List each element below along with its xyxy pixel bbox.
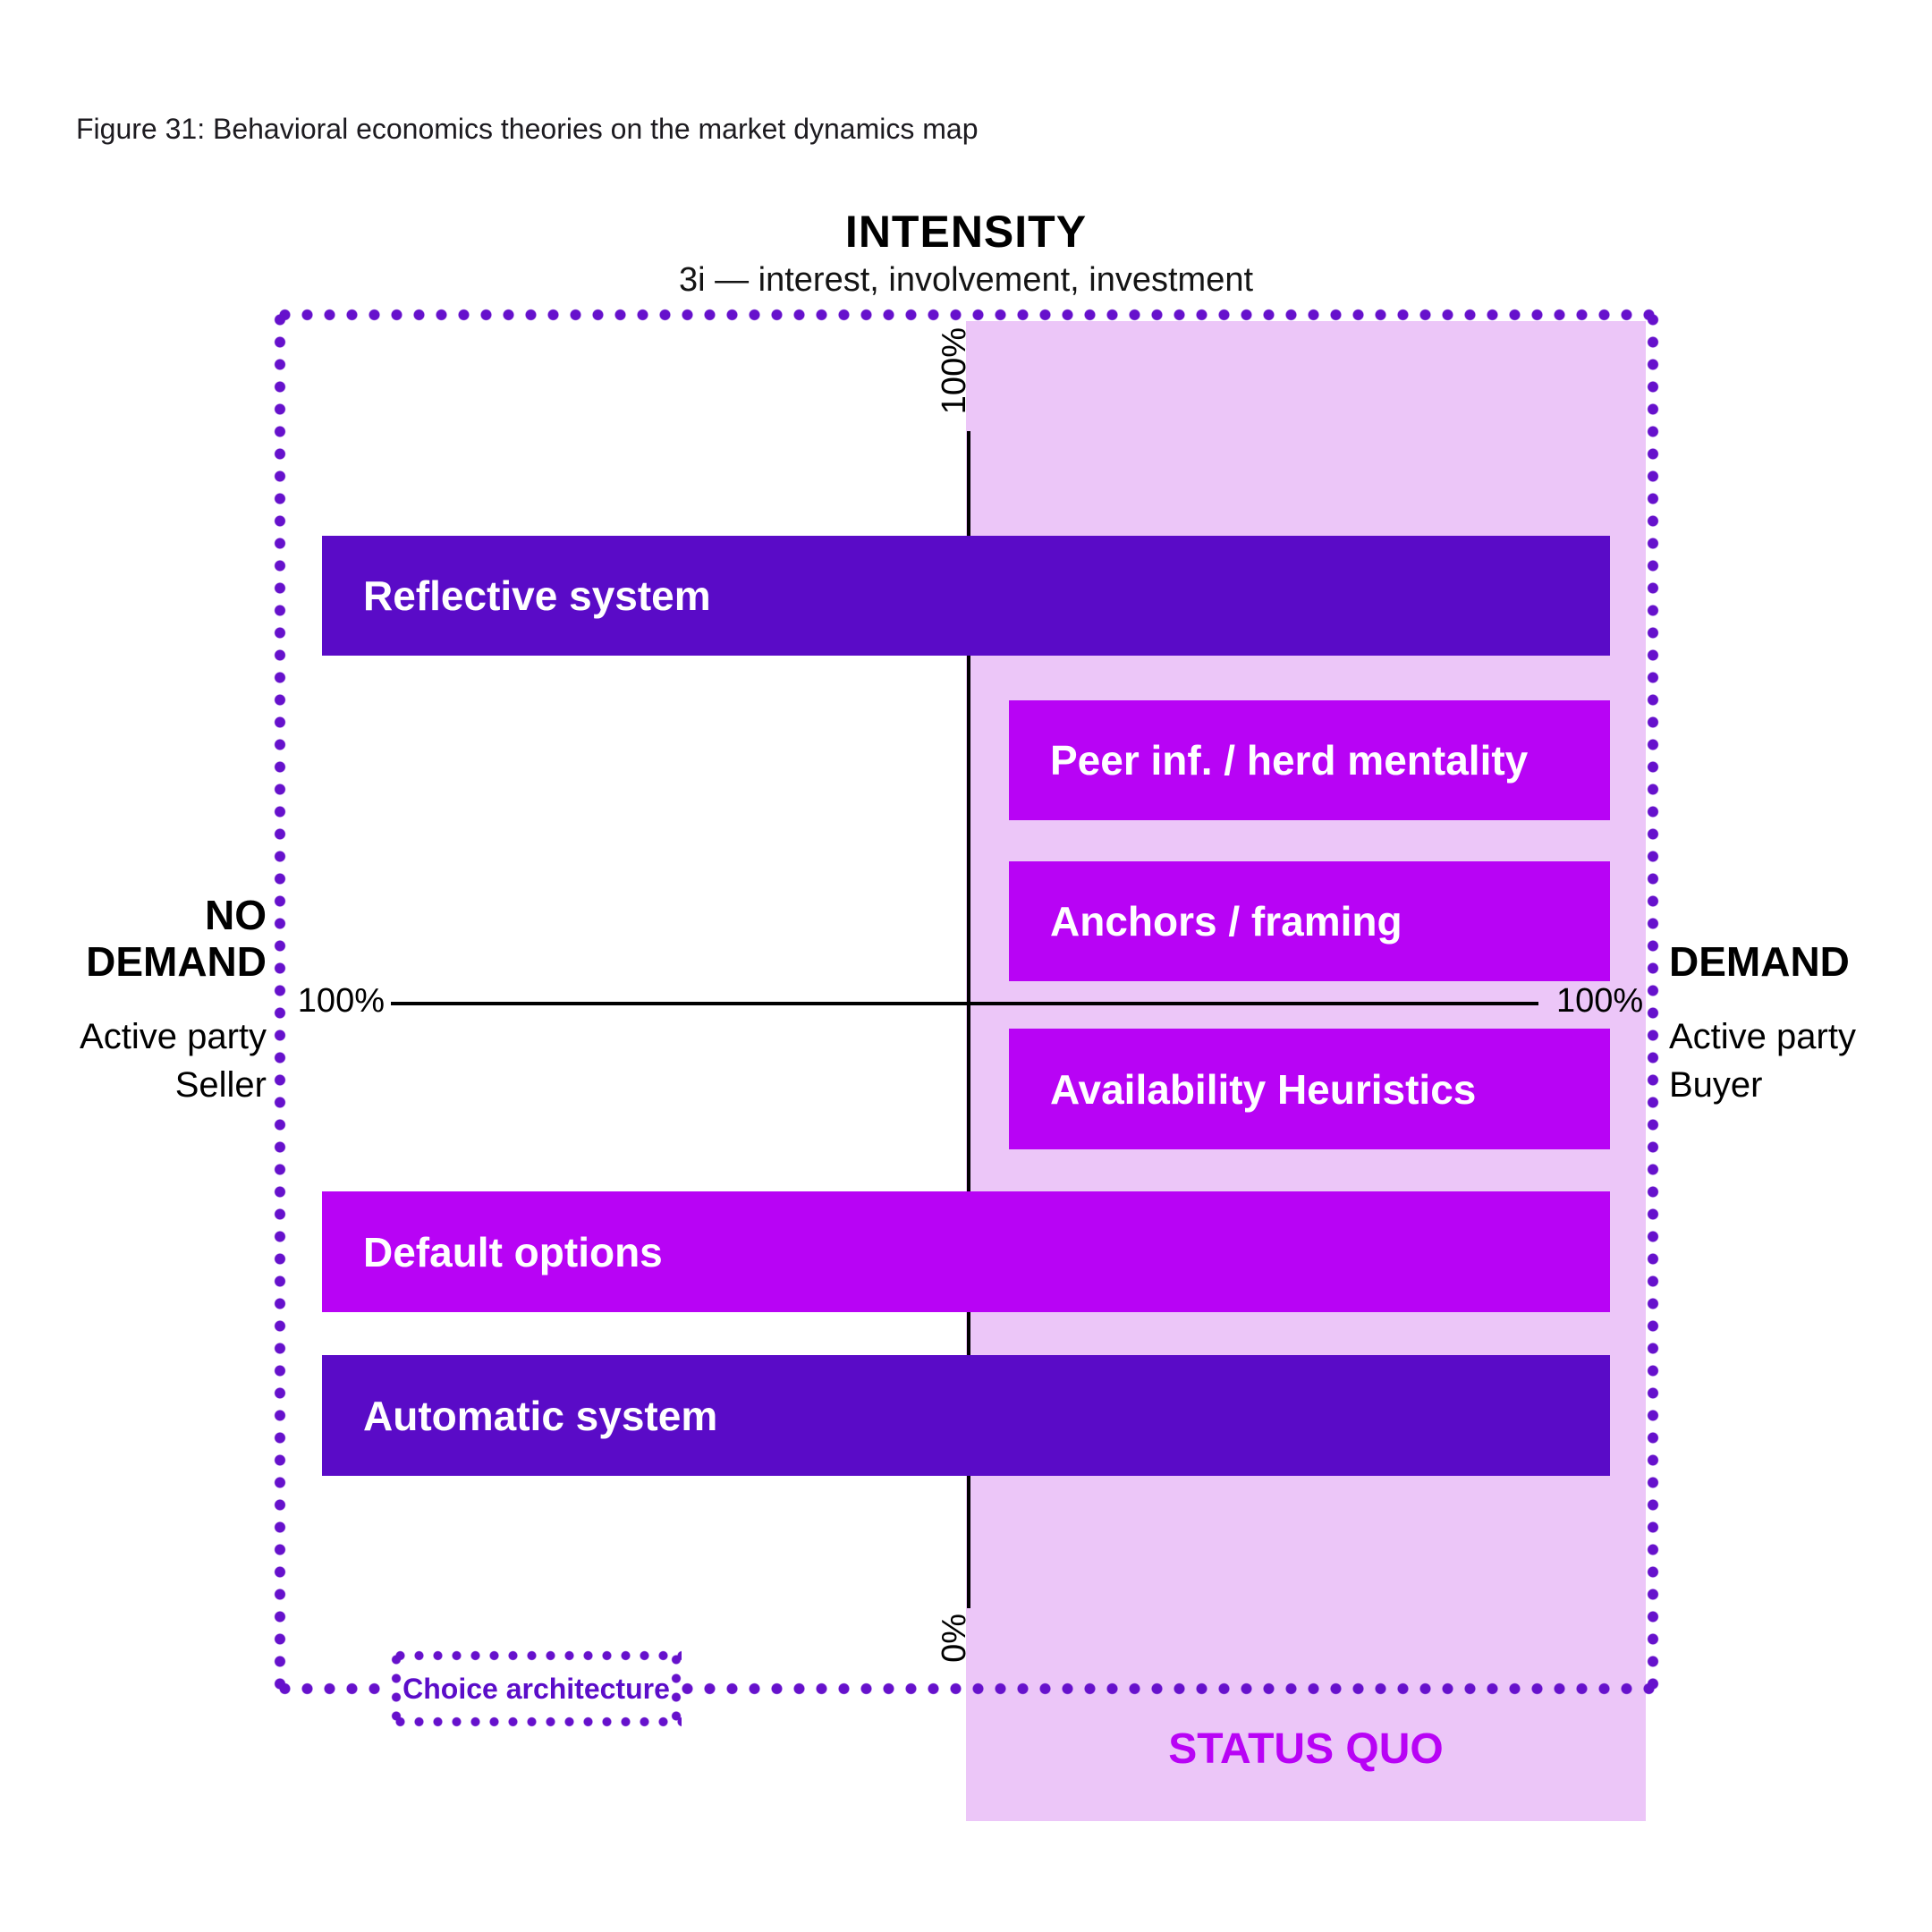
- demand-title: DEMAND: [1669, 938, 1850, 985]
- bar-label: Availability Heuristics: [1050, 1065, 1477, 1113]
- choice-box-border-right: [671, 1650, 682, 1727]
- buyer-label: Buyer: [1669, 1064, 1763, 1105]
- choice-box-border-left: [391, 1650, 402, 1727]
- active-party-label: Active party: [80, 1016, 267, 1056]
- figure-caption: Figure 31: Behavioral economics theories…: [76, 113, 979, 145]
- active-party-label: Active party: [1669, 1016, 1856, 1056]
- choice-box-border-bottom: [391, 1716, 682, 1727]
- bar-anchors-framing: Anchors / framing: [1009, 861, 1610, 981]
- bar-label: Reflective system: [363, 572, 711, 619]
- no-demand-subtitle: Active party Seller: [36, 1013, 267, 1109]
- x-axis-right-tick-label: 100%: [1556, 982, 1644, 1020]
- bar-label: Automatic system: [363, 1392, 718, 1439]
- bar-peer-influence-herd-mentality: Peer inf. / herd mentality: [1009, 700, 1610, 820]
- intensity-axis-subtitle: 3i — interest, involvement, investment: [678, 261, 1254, 299]
- bar-label: Default options: [363, 1228, 663, 1275]
- bar-label: Peer inf. / herd mentality: [1050, 737, 1529, 784]
- intensity-axis-title: INTENSITY: [844, 207, 1088, 257]
- seller-label: Seller: [174, 1064, 267, 1105]
- demand-side-labels: DEMAND Active party Buyer: [1669, 938, 1919, 1109]
- y-axis-bottom-tick-label: 0%: [936, 1614, 973, 1663]
- no-demand-side-labels: NO DEMAND Active party Seller: [36, 892, 267, 1109]
- bar-automatic-system: Automatic system: [322, 1355, 1610, 1476]
- demand-subtitle: Active party Buyer: [1669, 1013, 1919, 1109]
- demand-axis-line: [391, 1002, 1538, 1005]
- choice-architecture-border-right: [1647, 309, 1659, 1695]
- choice-architecture-label: Choice architecture: [402, 1672, 670, 1705]
- intensity-axis-line: [967, 431, 970, 1608]
- bar-default-options: Default options: [322, 1191, 1610, 1312]
- x-axis-left-tick-label: 100%: [297, 982, 385, 1020]
- no-demand-title: NO DEMAND: [86, 892, 267, 985]
- bar-reflective-system: Reflective system: [322, 536, 1610, 656]
- status-quo-label: STATUS QUO: [1168, 1725, 1444, 1773]
- choice-architecture-border-left: [274, 309, 286, 1695]
- choice-architecture-border-top: [274, 309, 1660, 321]
- bar-availability-heuristics: Availability Heuristics: [1009, 1029, 1610, 1149]
- bar-label: Anchors / framing: [1050, 898, 1402, 945]
- y-axis-top-tick-label: 100%: [936, 327, 973, 415]
- choice-box-border-top: [391, 1650, 682, 1661]
- choice-architecture-box: Choice architecture: [391, 1650, 682, 1727]
